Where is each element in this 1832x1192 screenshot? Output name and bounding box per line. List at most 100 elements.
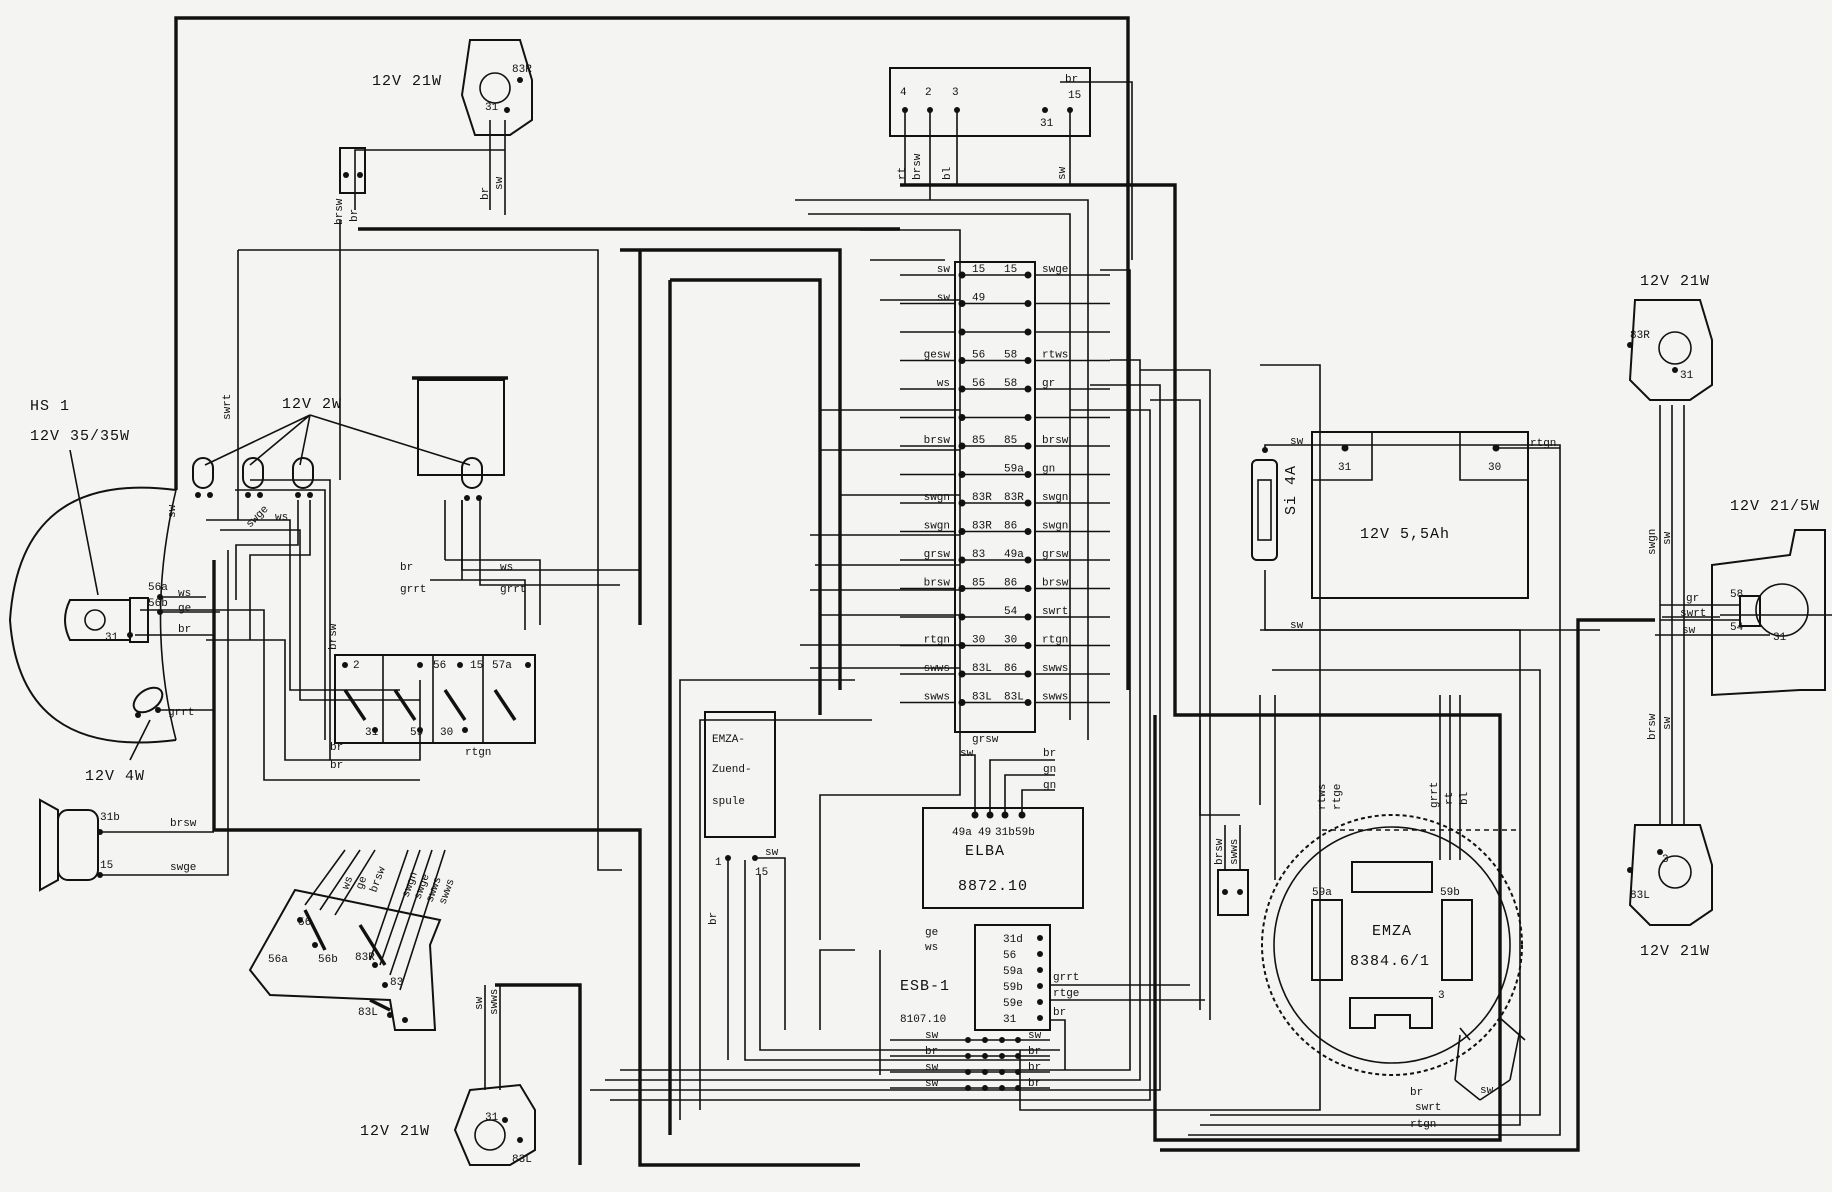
bus-row-wire-b: br (1028, 1062, 1041, 1074)
handlebar-terminal-56a: 56a (268, 954, 288, 966)
headlight: HS 1 12V 35/35W 56a 56b 31 ws ge br grrt… (8, 398, 220, 785)
turn-rear-right-top-rating: 12V 21W (1640, 273, 1710, 290)
handlebar-wire-ws: ws (340, 875, 356, 892)
terminal-row-terminal-2: 86 (1004, 521, 1017, 533)
terminal-row-terminal-2: 30 (1004, 635, 1017, 647)
emza-coil: EMZA- Zuend- spule 1 15 sw br (704, 711, 786, 1060)
emza-terminal-3: 3 (1438, 990, 1445, 1002)
plug-wire-br: br (349, 209, 361, 222)
horn-terminal-15: 15 (100, 860, 113, 872)
esb-terminal-dot (1037, 1015, 1043, 1021)
wire-label-grrt-1: grrt (400, 584, 426, 596)
handlebar-terminal-83R: 83R (355, 952, 375, 964)
esb-wire-ws: ws (925, 942, 938, 954)
tail-terminal-31: 31 (1773, 632, 1787, 644)
ignition-terminal-15: 15 (470, 660, 483, 672)
thin-wire-7 (800, 564, 960, 669)
wire-label-grrt-2: grrt (500, 584, 526, 596)
indicator-wire-ws: ws (275, 512, 288, 524)
terminal-row-terminal-2: 85 (1004, 435, 1017, 447)
terminal-row-left-wire: sw (937, 293, 951, 305)
terminal-row-left-wire: rtgn (924, 635, 950, 647)
esb-bus (819, 949, 881, 1075)
terminal-row-left-wire: brsw (924, 435, 951, 447)
tail-wire-sw: sw (1682, 625, 1696, 637)
emza-terminal-59a: 59a (1312, 887, 1332, 899)
top-switch-wire-rt: rt (897, 167, 909, 180)
terminal-row-right-wire: swws (1042, 692, 1068, 704)
tail-wire-swrt: swrt (1680, 608, 1706, 620)
ignition-switch: 2 56 15 57a 31 59 30 brsw rtgn br br (328, 623, 536, 772)
plug-right-wire-brsw-1: brsw (1214, 838, 1226, 865)
tail-ground-wire (1160, 618, 1655, 1152)
ignition-terminal-56: 56 (433, 660, 446, 672)
turn-bottom-right-terminal-3: 3 (1662, 854, 1669, 866)
esb-terminal: 31d (1003, 934, 1023, 946)
top-switch-terminal-31: 31 (1040, 118, 1054, 130)
emza-wire-rtws: rtws (1317, 784, 1329, 810)
elba-code: 8872.10 (958, 878, 1028, 895)
terminal-row-terminal-1: 85 (972, 578, 985, 590)
emza-code: 8384.6/1 (1350, 953, 1430, 970)
battery-rating: 12V 5,5Ah (1360, 526, 1450, 543)
ignition-wire-brsw: brsw (328, 623, 340, 650)
elba-wire-gn-1: gn (1043, 764, 1056, 776)
headlight-name: HS 1 (30, 398, 70, 415)
terminal-row-terminal-2: 15 (1004, 264, 1017, 276)
lower-right-wire-swrt: swrt (1415, 1102, 1441, 1114)
battery-terminal-30: 30 (1488, 462, 1501, 474)
tail-terminal-54: 54 (1730, 622, 1744, 634)
esb-terminal: 31 (1003, 1014, 1017, 1026)
terminal-row-right-wire: brsw (1042, 435, 1069, 447)
handlebar-terminal-83: 83 (390, 977, 403, 989)
terminal-row-left-wire: brsw (924, 578, 951, 590)
esb-name: ESB-1 (900, 978, 950, 995)
terminal-row-terminal-1: 49 (972, 293, 985, 305)
tail-wire-gr: gr (1686, 593, 1699, 605)
top-switch-wire-bl: bl (942, 167, 954, 180)
terminal-row-terminal-2: 83R (1004, 492, 1024, 504)
pilot-lamp-rating: 12V 4W (85, 768, 145, 785)
ignition-terminal-30: 30 (440, 727, 453, 739)
terminal-row-terminal-2: 58 (1004, 350, 1017, 362)
emza-generator: EMZA 8384.6/1 59a 59b 3 rtws rtge grrt r… (1261, 782, 1523, 1076)
lower-right-wires: br swrt rtgn sw (1410, 1017, 1526, 1131)
emza-coil-wire-br: br (708, 912, 720, 925)
coil-wires (744, 860, 1060, 1061)
horn: 31b 15 brsw swge (39, 798, 197, 892)
elba-module: ELBA 8872.10 49a 49 31b 59b sw br gn gn (922, 748, 1084, 909)
elba-terminal-49: 49 (978, 827, 991, 839)
esb-terminal-dot (1037, 935, 1043, 941)
wire-label-br-1: br (400, 562, 413, 574)
terminal-row-right-wire: rtws (1042, 350, 1068, 362)
terminal-row-left-wire: swgn (924, 492, 950, 504)
terminal-row-left-wire: swgn (924, 521, 950, 533)
terminal-row-terminal-2: 58 (1004, 378, 1017, 390)
terminal-block-bottom-wire: grsw (972, 734, 999, 746)
top-switch: 4 2 3 31 15 br rt brsw bl sw (889, 67, 1133, 260)
esb-terminal: 59e (1003, 998, 1023, 1010)
emza-wire-rt: rt (1444, 792, 1456, 805)
top-switch-terminal-3: 3 (952, 87, 959, 99)
top-switch-wire-sw: sw (1057, 166, 1069, 180)
terminal-row-terminal-1: 83R (972, 492, 992, 504)
terminal-row-terminal-2: 83L (1004, 692, 1024, 704)
bus-row-wire-a: sw (925, 1078, 939, 1090)
indicator-wire-sw: sw (167, 504, 179, 518)
fuse-label: Si 4A (1283, 465, 1300, 515)
headlight-rating: 12V 35/35W (30, 428, 130, 445)
emza-coil-label-1: EMZA- (712, 734, 745, 746)
turn-front-right-bottom-rating: 12V 21W (360, 1123, 430, 1140)
bus-row-wire-a: sw (925, 1030, 939, 1042)
indicator-wire-swrt: swrt (222, 394, 234, 420)
